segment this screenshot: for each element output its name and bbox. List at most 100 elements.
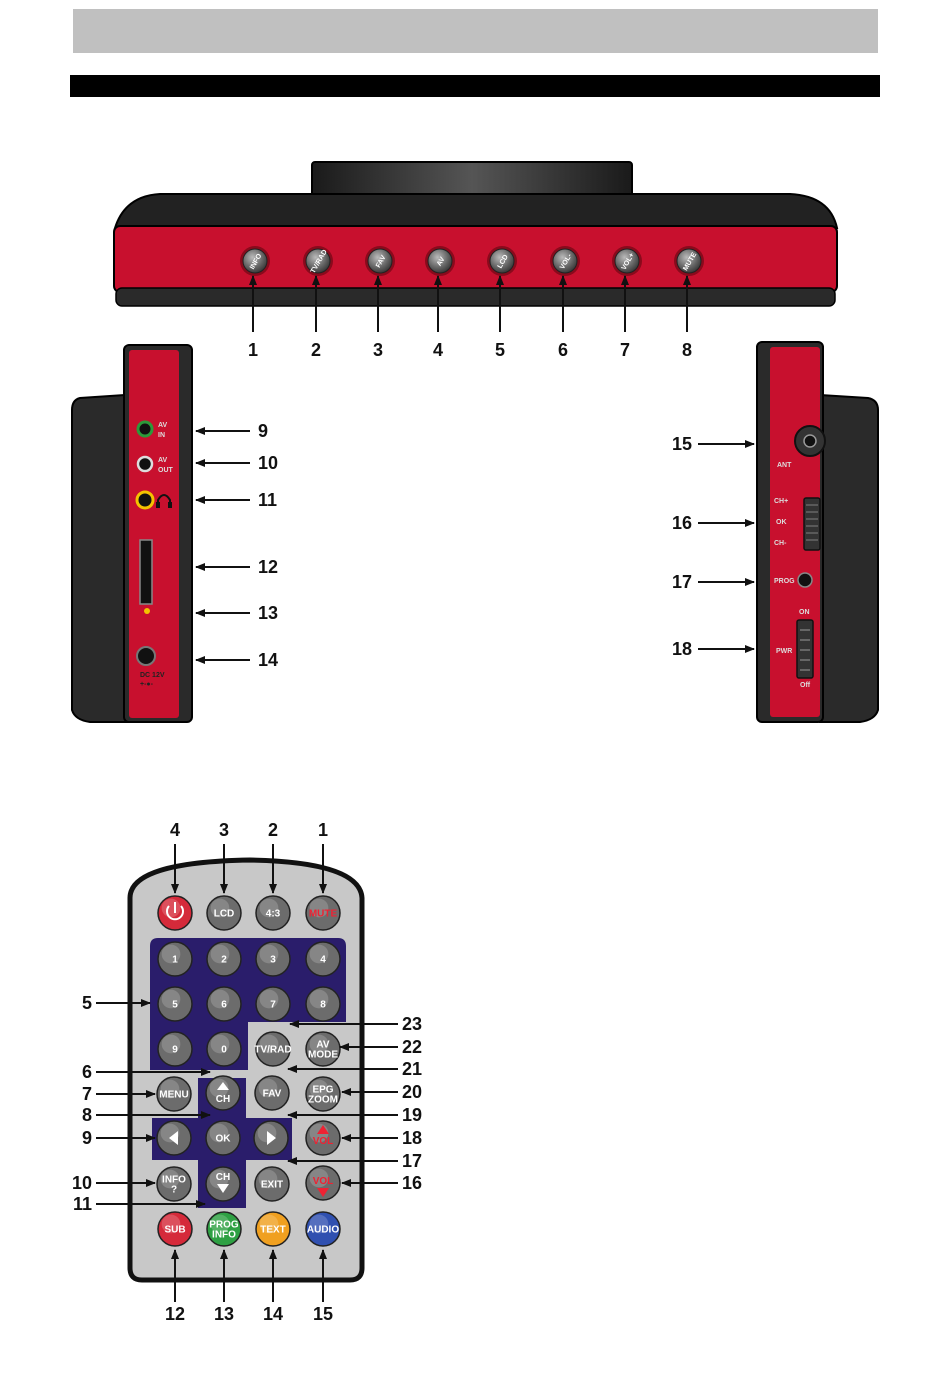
- on-label: ON: [799, 609, 810, 616]
- callout-number: 21: [402, 1059, 422, 1079]
- right-button[interactable]: [253, 1120, 289, 1156]
- sub-button[interactable]: SUB: [157, 1211, 193, 1247]
- callout-number: 2: [311, 340, 321, 360]
- callout-number: 11: [258, 490, 277, 510]
- numpad-1[interactable]: 1: [157, 941, 193, 977]
- callout-number: 10: [72, 1173, 92, 1193]
- audio-button-label: AUDIO: [307, 1225, 339, 1236]
- exit-button[interactable]: EXIT: [254, 1166, 290, 1202]
- callout-number: 14: [258, 650, 278, 670]
- av-in-label-b: IN: [158, 432, 165, 439]
- mute-button[interactable]: MUTE: [305, 895, 341, 931]
- callout-number: 16: [672, 513, 692, 533]
- text-button-label: TEXT: [260, 1225, 286, 1236]
- callout-number: 12: [258, 557, 278, 577]
- callout-number: 14: [263, 1304, 283, 1324]
- tv-right-side-view: ANT CH+ OK CH- PROG ON PWR Off: [756, 341, 879, 723]
- panel-button-fav[interactable]: FAV: [365, 246, 395, 276]
- dc-jack: [136, 646, 156, 666]
- numpad-9[interactable]: 9: [157, 1031, 193, 1067]
- ch-up-button[interactable]: CH: [205, 1075, 241, 1111]
- panel-button-vol[interactable]: VOL+: [612, 246, 642, 276]
- panel-button-vol[interactable]: VOL-: [550, 246, 580, 276]
- arrow-up-icon: [217, 1082, 229, 1090]
- callout-number: 11: [73, 1194, 92, 1214]
- numpad-1-label: 1: [172, 955, 178, 966]
- vol-up-button[interactable]: VOL: [305, 1120, 341, 1156]
- menu-button[interactable]: MENU: [156, 1076, 192, 1112]
- callout-number: 10: [258, 453, 278, 473]
- numpad-0-label: 0: [221, 1045, 227, 1056]
- aspect-button[interactable]: 4:3: [255, 895, 291, 931]
- svg-text:CH: CH: [216, 1094, 230, 1105]
- card-slot: [139, 539, 153, 605]
- panel-button-info[interactable]: INFO: [240, 246, 270, 276]
- callout-number: 15: [313, 1304, 333, 1324]
- numpad-3[interactable]: 3: [255, 941, 291, 977]
- callout-number: 6: [82, 1062, 92, 1082]
- prog-info-button-label: INFO: [212, 1230, 236, 1241]
- lcd-button[interactable]: LCD: [206, 895, 242, 931]
- callout-number: 16: [402, 1173, 422, 1193]
- numpad-2-label: 2: [221, 955, 227, 966]
- prog-label: PROG: [774, 578, 795, 585]
- panel-button-av[interactable]: AV: [425, 246, 455, 276]
- exit-button-label: EXIT: [261, 1180, 283, 1191]
- tv-rad-button[interactable]: TV/RAD: [254, 1031, 292, 1067]
- numpad-0[interactable]: 0: [206, 1031, 242, 1067]
- callout-number: 17: [672, 572, 692, 592]
- arrow-down-icon: [317, 1188, 329, 1197]
- ok-label: OK: [776, 519, 787, 526]
- audio-button[interactable]: AUDIO: [305, 1211, 341, 1247]
- epg-zoom-button-label: ZOOM: [308, 1095, 338, 1106]
- ch-down-button[interactable]: CH: [205, 1166, 241, 1202]
- vol-down-button[interactable]: VOL: [305, 1165, 341, 1201]
- callout-number: 2: [268, 820, 278, 840]
- callout-number: 3: [219, 820, 229, 840]
- svg-text:VOL: VOL: [313, 1176, 334, 1187]
- ok-button[interactable]: OK: [205, 1120, 241, 1156]
- callout-number: 1: [248, 340, 258, 360]
- callout-number: 1: [318, 820, 328, 840]
- numpad-6-label: 6: [221, 1000, 227, 1011]
- power-icon: [166, 905, 184, 921]
- callout-number: 15: [672, 434, 692, 454]
- callout-number: 17: [402, 1151, 422, 1171]
- power-button[interactable]: [157, 895, 193, 931]
- callout-number: 20: [402, 1082, 422, 1102]
- panel-button-mute[interactable]: MUTE: [674, 246, 704, 276]
- lcd-button-label: LCD: [214, 909, 235, 920]
- info-button[interactable]: INFO?: [156, 1166, 192, 1202]
- numpad-3-label: 3: [270, 955, 276, 966]
- av-mode-button-label: MODE: [308, 1050, 338, 1061]
- numpad-7[interactable]: 7: [255, 986, 291, 1022]
- left-button[interactable]: [156, 1120, 192, 1156]
- callout-number: 5: [82, 993, 92, 1013]
- fav-button[interactable]: FAV: [254, 1075, 290, 1111]
- av-out-jack: [136, 455, 154, 473]
- ch-plus-label: CH+: [774, 498, 788, 505]
- callout-number: 12: [165, 1304, 185, 1324]
- panel-button-label: AV: [436, 256, 447, 268]
- numpad-5[interactable]: 5: [157, 986, 193, 1022]
- callout-number: 7: [620, 340, 630, 360]
- panel-button-lcd[interactable]: LCD: [487, 246, 517, 276]
- dc-label-b: +-●-: [140, 681, 154, 688]
- indicator-led: [144, 608, 150, 614]
- epg-zoom-button-label: EPG: [312, 1085, 333, 1096]
- header-gray-bar: [73, 9, 878, 53]
- numpad-8[interactable]: 8: [305, 986, 341, 1022]
- numpad-2[interactable]: 2: [206, 941, 242, 977]
- av-out-label-b: OUT: [158, 467, 174, 474]
- av-out-label-a: AV: [158, 457, 168, 464]
- numpad-4[interactable]: 4: [305, 941, 341, 977]
- panel-button-tv-rad[interactable]: TV/RAD: [303, 246, 333, 276]
- numpad-6[interactable]: 6: [206, 986, 242, 1022]
- callout-number: 18: [672, 639, 692, 659]
- text-button[interactable]: TEXT: [255, 1211, 291, 1247]
- callout-number: 9: [82, 1128, 92, 1148]
